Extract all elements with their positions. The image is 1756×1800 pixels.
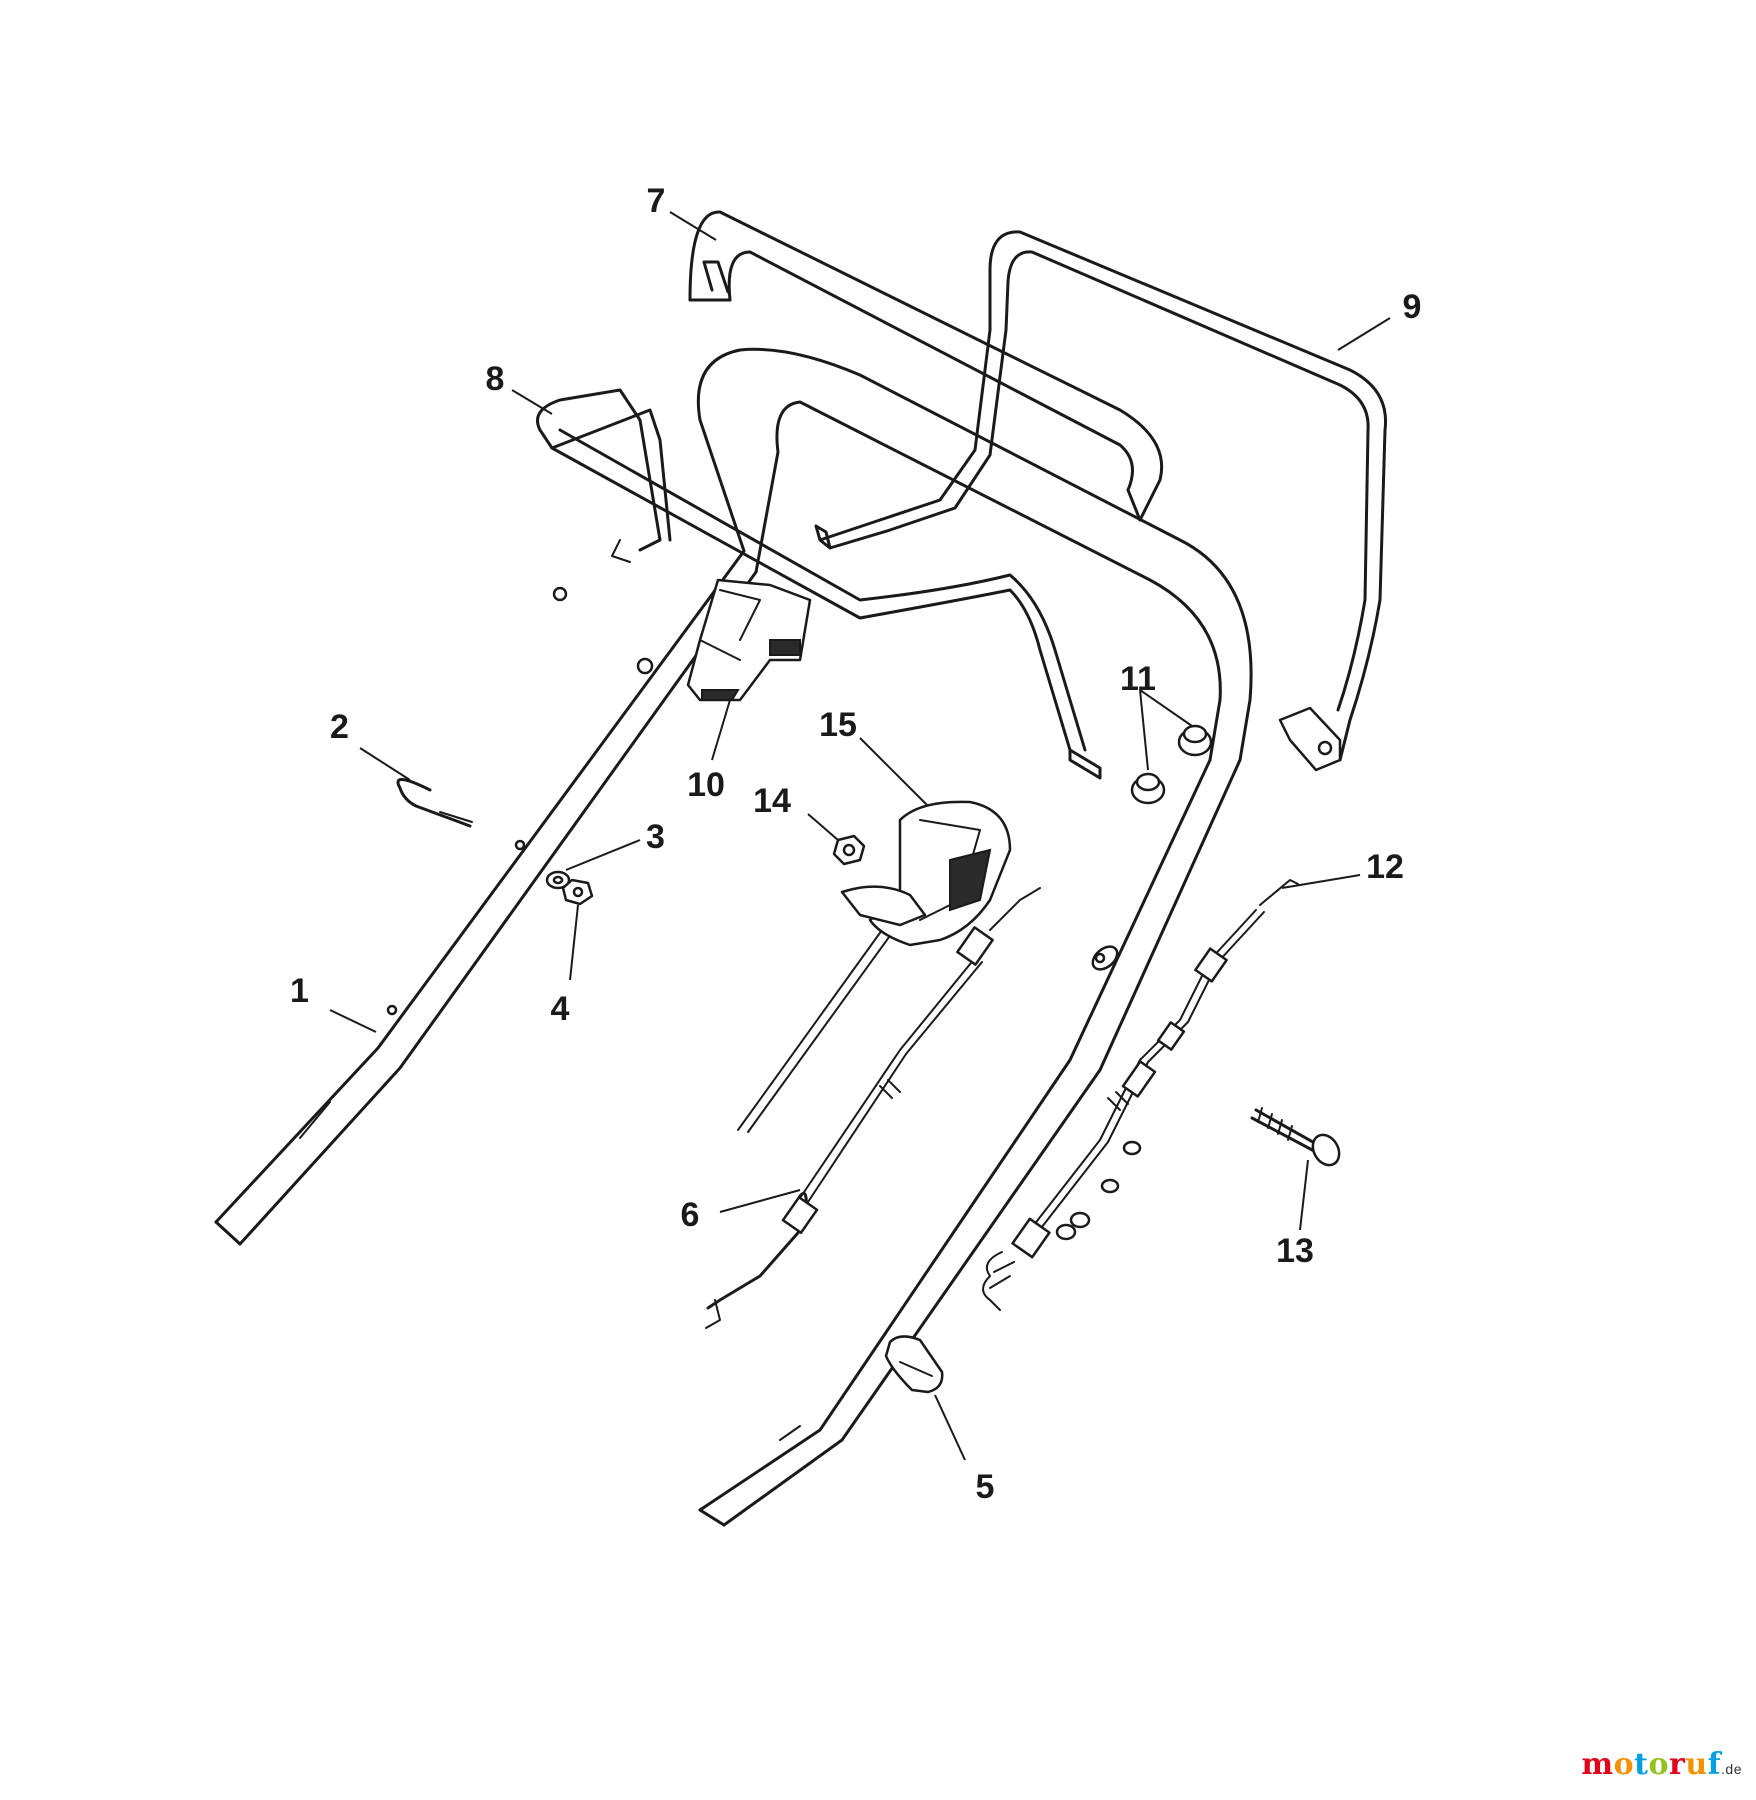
callout-14: 14 [753, 782, 791, 820]
part-6-cable [705, 887, 1041, 1329]
part-11-spacers [1130, 724, 1213, 805]
callout-6: 6 [681, 1196, 700, 1234]
part-14-nut [832, 834, 866, 866]
part-7-upper-handle [688, 210, 1164, 522]
motoruf-watermark-logo: motoruf.de [1581, 1747, 1742, 1782]
part-10-bracket [686, 578, 812, 702]
part-5-cable-clip [884, 1335, 944, 1394]
callout-11: 11 [1120, 660, 1156, 698]
callout-10: 10 [687, 766, 725, 804]
watermark-letter: t [1634, 1747, 1649, 1782]
watermark-tld: .de [1721, 1761, 1742, 1777]
callout-9: 9 [1403, 288, 1422, 326]
callout-1: 1 [290, 972, 309, 1010]
part-4-nut [561, 878, 594, 906]
part-13-screw [1250, 1107, 1341, 1167]
part-15-control-lever [840, 800, 1012, 947]
watermark-letter: m [1581, 1747, 1614, 1782]
callout-12: 12 [1366, 848, 1404, 886]
callout-4: 4 [551, 990, 570, 1028]
watermark-letter: f [1707, 1747, 1722, 1782]
part-12-cable [982, 879, 1299, 1311]
part-8-bail-bar [536, 388, 1102, 780]
callout-15: 15 [819, 706, 857, 744]
leader-lines [329, 211, 1391, 1461]
callout-7: 7 [647, 182, 666, 220]
callout-2: 2 [330, 708, 349, 746]
watermark-letter: o [1613, 1747, 1635, 1782]
watermark-letter: o [1648, 1747, 1669, 1782]
callout-13: 13 [1276, 1232, 1314, 1270]
watermark-letter: u [1685, 1747, 1708, 1782]
watermark-letter: r [1669, 1747, 1686, 1782]
lower-handle-right [698, 758, 1242, 1527]
part-2-hook [396, 778, 473, 828]
part-3-washer [545, 870, 571, 890]
callout-5: 5 [976, 1468, 995, 1506]
callout-8: 8 [486, 360, 505, 398]
callout-3: 3 [646, 818, 665, 856]
main-handle-bow [696, 347, 1253, 762]
part-1-lower-handle-left [214, 549, 758, 1246]
callout-labels: 1 2 3 4 5 6 7 8 9 10 11 12 13 14 15 [290, 182, 1421, 1506]
part-9-bail-bar [814, 230, 1388, 772]
